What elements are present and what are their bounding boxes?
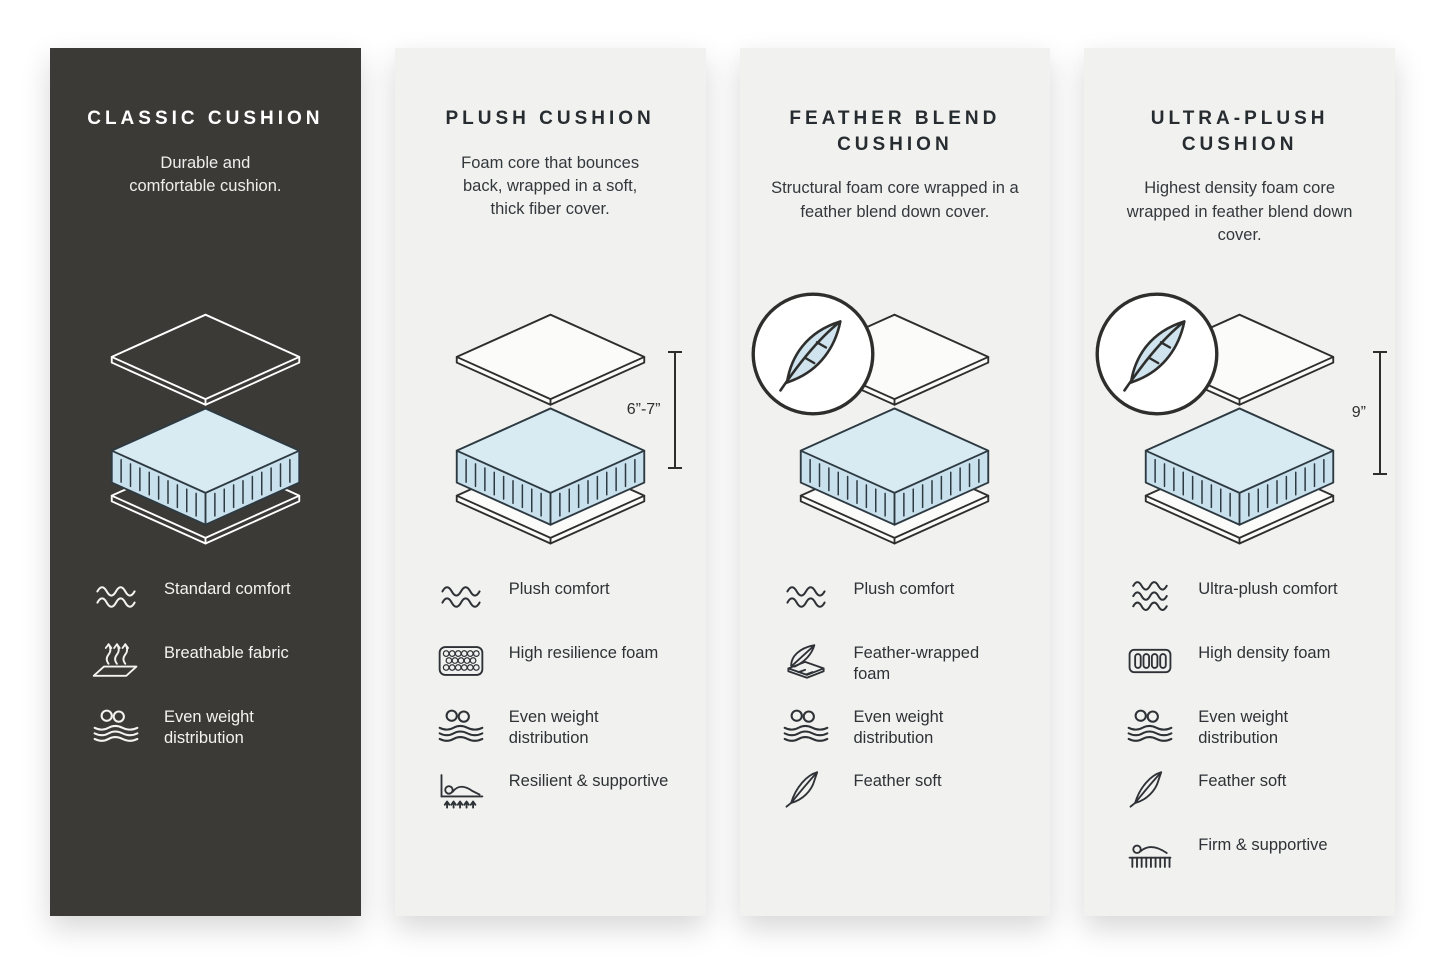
measurement-line bbox=[667, 351, 682, 469]
feature-item: Plush comfort bbox=[435, 575, 682, 622]
breathable-fabric-icon bbox=[90, 639, 142, 683]
cushion-diagram: 6”-7” bbox=[419, 311, 682, 569]
feature-item: Firm & supportive bbox=[1124, 831, 1371, 878]
comfort-waves-icon bbox=[780, 575, 832, 619]
feature-label: Resilient & supportive bbox=[508, 772, 669, 790]
feather-badge bbox=[748, 289, 878, 419]
feature-label: Even weight distribution bbox=[164, 708, 254, 748]
feature-list: Ultra-plush comfort High density foam Ev… bbox=[1108, 575, 1371, 878]
feature-item: Resilient & supportive bbox=[435, 767, 682, 814]
panel-title: PLUSH CUSHION bbox=[445, 108, 655, 129]
feature-item: Plush comfort bbox=[780, 575, 1027, 622]
cushion-diagram bbox=[74, 311, 337, 569]
panel-feather-blend-cushion: FEATHER BLEND CUSHION Structural foam co… bbox=[739, 48, 1051, 916]
feature-label: Feather soft bbox=[853, 772, 942, 790]
panel-ultra-plush-cushion: ULTRA-PLUSH CUSHION Highest density foam… bbox=[1084, 48, 1395, 916]
feature-list: Plush comfort Feather-wrapped foam Even … bbox=[764, 575, 1027, 814]
feature-item: Ultra-plush comfort bbox=[1124, 575, 1371, 622]
feature-item: Feather-wrapped foam bbox=[780, 639, 1027, 686]
comfort-waves-icon bbox=[90, 575, 142, 619]
high-density-foam-icon bbox=[1124, 639, 1176, 683]
feature-list: Standard comfort Breathable fabric Even … bbox=[74, 575, 337, 750]
feature-item: High resilience foam bbox=[435, 639, 682, 686]
feature-label: High resilience foam bbox=[508, 644, 659, 662]
height-measurement: 6”-7” bbox=[627, 351, 682, 469]
panel-header: CLASSIC CUSHION Durable and comfortable … bbox=[74, 106, 337, 311]
feature-item: Breathable fabric bbox=[90, 639, 337, 686]
panel-description: Foam core that bounces back, wrapped in … bbox=[461, 153, 640, 219]
feature-item: Even weight distribution bbox=[435, 703, 682, 750]
feather-icon bbox=[1124, 767, 1176, 811]
panel-title: ULTRA-PLUSH CUSHION bbox=[1150, 108, 1329, 155]
feature-label: Plush comfort bbox=[508, 580, 610, 598]
even-weight-icon bbox=[90, 703, 142, 747]
feature-label: Even weight distribution bbox=[853, 708, 944, 748]
panel-header: FEATHER BLEND CUSHION Structural foam co… bbox=[764, 106, 1027, 311]
resilience-foam-icon bbox=[435, 639, 487, 683]
feature-label: Even weight distribution bbox=[508, 708, 599, 748]
feather-badge-icon bbox=[751, 292, 874, 416]
ultra-plush-waves-icon bbox=[1124, 575, 1176, 619]
feature-list: Plush comfort High resilience foam Even … bbox=[419, 575, 682, 814]
feature-label: Feather soft bbox=[1198, 772, 1287, 790]
measurement-line bbox=[1373, 351, 1387, 475]
feature-label: Even weight distribution bbox=[1198, 708, 1289, 748]
panel-header: PLUSH CUSHION Foam core that bounces bac… bbox=[419, 106, 682, 311]
feather-wrapped-foam-icon bbox=[780, 639, 832, 683]
panel-header: ULTRA-PLUSH CUSHION Highest density foam… bbox=[1108, 106, 1371, 311]
feature-label: Standard comfort bbox=[164, 580, 291, 598]
height-measurement: 9” bbox=[1352, 351, 1387, 475]
cushion-diagram bbox=[751, 292, 1027, 569]
feature-item: Even weight distribution bbox=[1124, 703, 1371, 750]
feature-item: Feather soft bbox=[1124, 767, 1371, 814]
feature-item: Standard comfort bbox=[90, 575, 337, 622]
feather-icon bbox=[780, 767, 832, 811]
panel-title: FEATHER BLEND CUSHION bbox=[789, 108, 1001, 155]
panel-description: Structural foam core wrapped in a feathe… bbox=[771, 179, 1019, 221]
panel-plush-cushion: PLUSH CUSHION Foam core that bounces bac… bbox=[394, 48, 706, 916]
feature-item: Feather soft bbox=[780, 767, 1027, 814]
panel-description: Highest density foam core wrapped in fea… bbox=[1126, 179, 1353, 245]
feature-item: Even weight distribution bbox=[780, 703, 1027, 750]
comfort-waves-icon bbox=[435, 575, 487, 619]
feature-label: Firm & supportive bbox=[1198, 836, 1328, 854]
feature-label: Breathable fabric bbox=[164, 644, 289, 662]
even-weight-icon bbox=[780, 703, 832, 747]
even-weight-icon bbox=[435, 703, 487, 747]
feather-badge-icon bbox=[1095, 292, 1219, 416]
feature-item: High density foam bbox=[1124, 639, 1371, 686]
resilient-supportive-icon bbox=[435, 767, 487, 811]
measurement-label: 6”-7” bbox=[626, 401, 661, 418]
feather-badge bbox=[1092, 289, 1222, 419]
feature-item: Even weight distribution bbox=[90, 703, 337, 750]
panel-title: CLASSIC CUSHION bbox=[87, 108, 324, 129]
feature-label: Ultra-plush comfort bbox=[1198, 580, 1338, 598]
feature-label: High density foam bbox=[1198, 644, 1331, 662]
feature-label: Feather-wrapped foam bbox=[853, 644, 980, 684]
panel-classic-cushion: CLASSIC CUSHION Durable and comfortable … bbox=[50, 48, 361, 916]
feature-label: Plush comfort bbox=[853, 580, 955, 598]
even-weight-icon bbox=[1124, 703, 1176, 747]
cushion-layers-illustration bbox=[110, 313, 301, 545]
panel-description: Durable and comfortable cushion. bbox=[129, 153, 282, 196]
firm-supportive-icon bbox=[1124, 831, 1176, 875]
measurement-label: 9” bbox=[1351, 404, 1366, 421]
cushion-diagram: 9” bbox=[1095, 292, 1387, 569]
